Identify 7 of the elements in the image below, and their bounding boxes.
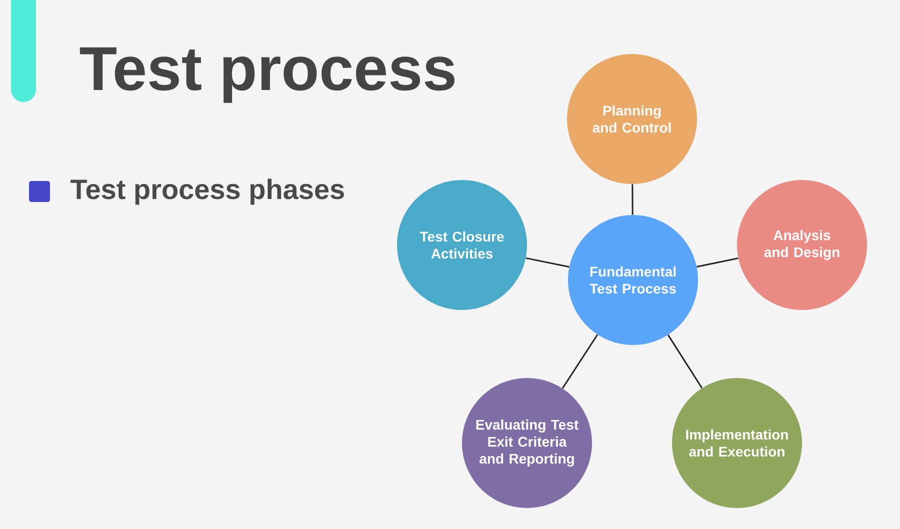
- connector-line: [526, 257, 570, 268]
- connector-line: [667, 334, 703, 388]
- title: Test process: [80, 47, 454, 103]
- bullet-text: Test process phases: [70, 178, 344, 205]
- connector-line: [562, 334, 598, 389]
- connector-line: [696, 257, 738, 268]
- connector-line: [632, 184, 634, 215]
